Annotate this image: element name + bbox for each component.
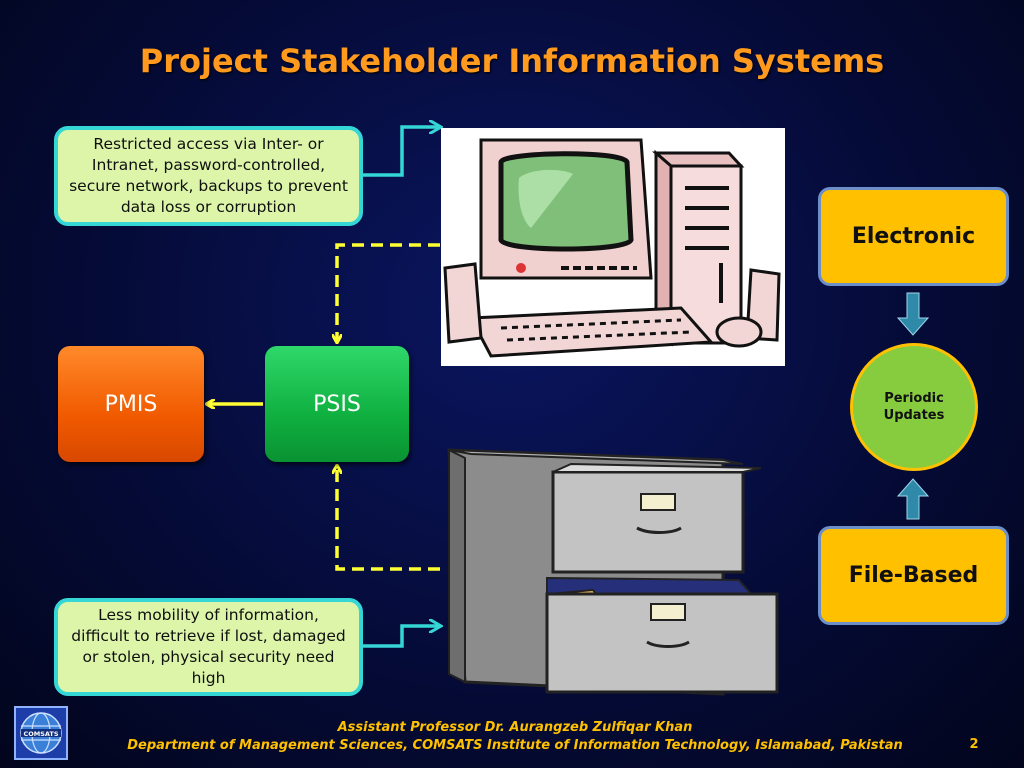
footer: Assistant Professor Dr. Aurangzeb Zulfiq… [70,719,960,755]
electronic-label: Electronic [851,224,976,249]
computer-clipart-icon [441,128,785,366]
footer-department: Department of Management Sciences, COMSA… [127,738,903,753]
filebased-note-text: Less mobility of information, difficult … [71,606,346,687]
footer-author: Assistant Professor Dr. Aurangzeb Zulfiq… [337,720,693,735]
psis-label: PSIS [313,391,361,417]
note-bottom-connector [363,626,440,648]
filebased-up-arrow [896,478,930,520]
pmis-label: PMIS [104,391,158,417]
psis-box: PSIS [265,346,409,462]
cabinet-to-psis-dashed-arrow [337,466,440,571]
periodic-updates-label: Periodic Updates [883,391,945,423]
electronic-down-arrow [896,292,930,336]
globe-icon: COMSATS [20,712,62,754]
electronic-box: Electronic [818,187,1009,286]
electronic-note: Restricted access via Inter- or Intranet… [54,126,363,226]
page-number: 2 [969,737,979,752]
periodic-updates-circle: Periodic Updates [850,343,978,471]
page-title: Project Stakeholder Information Systems [139,42,885,80]
pmis-box: PMIS [58,346,204,462]
logo-text: COMSATS [23,730,58,738]
note-top-connector [363,127,440,177]
computer-to-psis-dashed-arrow [337,243,440,342]
electronic-note-text: Restricted access via Inter- or Intranet… [69,135,348,216]
file-cabinet-clipart-icon [447,448,779,696]
file-based-box: File-Based [818,526,1009,625]
filebased-note: Less mobility of information, difficult … [54,598,363,696]
file-based-label: File-Based [848,563,979,588]
comsats-logo: COMSATS [14,706,68,760]
